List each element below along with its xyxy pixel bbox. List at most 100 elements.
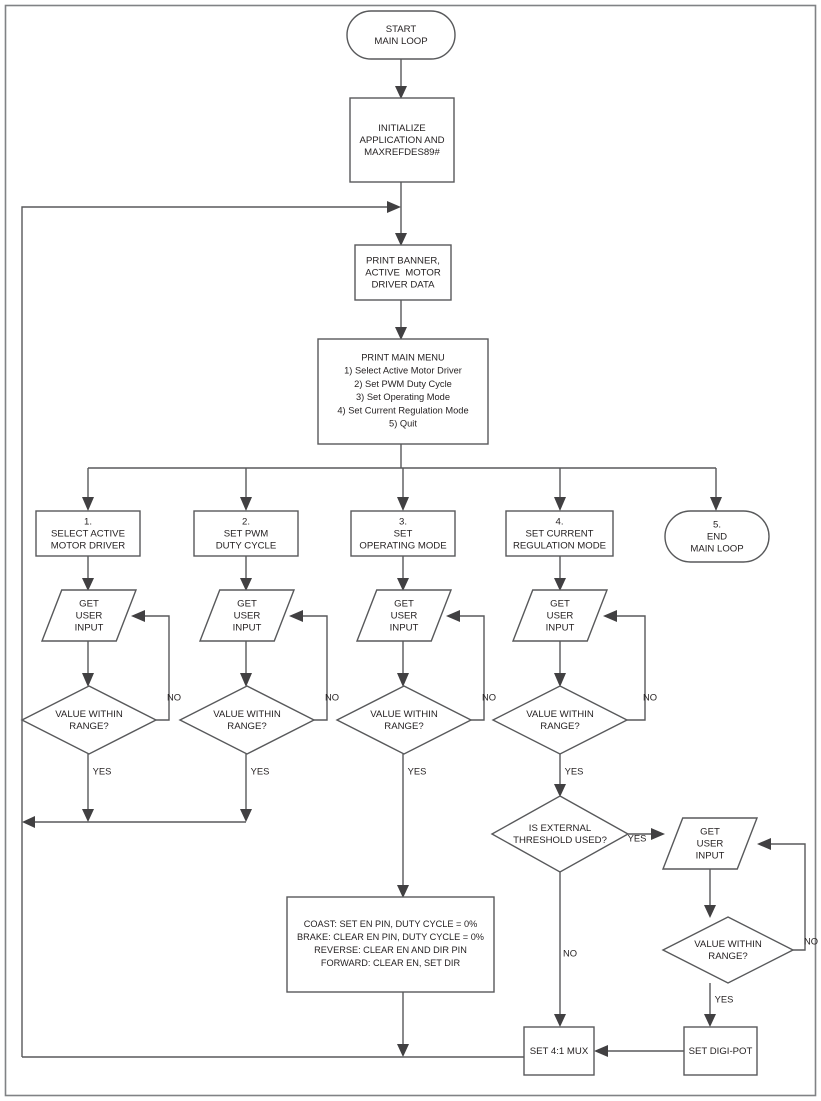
arrowhead (710, 497, 722, 511)
arrowhead (651, 828, 665, 840)
node-set-mux: SET 4:1 MUX (523, 1026, 595, 1076)
edge-label-no5: NO (804, 935, 818, 946)
arrowhead (554, 497, 566, 511)
edge-check2-no-loop (298, 615, 328, 721)
edge-label-no4: NO (643, 691, 657, 702)
node-shape-process (317, 338, 489, 445)
edge-label-no-ext: NO (563, 947, 577, 958)
arrowhead (594, 1045, 608, 1057)
arrowhead (395, 327, 407, 340)
arrowhead (82, 578, 94, 591)
node-shape-io (355, 589, 453, 642)
node-shape-decision (178, 685, 316, 755)
edge-label-no3: NO (482, 691, 496, 702)
edge-labels: NO NO NO NO NO NO YES YES YES YES YES YE… (93, 691, 818, 1004)
node-label-set-mux: SET 4:1 MUX (530, 1046, 589, 1057)
node-shape-process (505, 510, 614, 557)
arrowhead (397, 673, 409, 687)
node-set-digipot: SET DIGI-POT (683, 1026, 758, 1076)
arrowhead (554, 578, 566, 591)
edge-label-yes2: YES (251, 765, 270, 776)
edge-label-yes-ext: YES (628, 832, 647, 843)
edge-loop-return-top (21, 206, 392, 822)
arrowhead (240, 578, 252, 591)
node-shape-io (40, 589, 138, 642)
node-shape-decision (661, 916, 795, 984)
arrowhead (603, 610, 617, 622)
arrowhead (397, 1044, 409, 1057)
edge-check3-no-loop (455, 615, 485, 721)
node-label-modes: COAST: SET EN PIN, DUTY CYCLE = 0%BRAKE:… (297, 919, 484, 968)
node-shape-decision (335, 685, 473, 755)
edge-label-no2: NO (325, 691, 339, 702)
arrowhead (289, 610, 303, 622)
edge-check5-no-loop (766, 843, 806, 951)
node-shape-terminator (664, 510, 770, 563)
arrowhead (387, 201, 401, 213)
arrowhead (554, 1014, 566, 1027)
edge-check1-no-loop (140, 615, 170, 721)
arrowhead (757, 838, 771, 850)
node-shape-decision (20, 685, 158, 755)
node-shape-process (523, 1026, 595, 1076)
arrowhead (240, 497, 252, 511)
arrowhead (704, 1014, 716, 1027)
arrowhead (82, 497, 94, 511)
arrowhead (22, 816, 35, 828)
node-shape-io (198, 589, 296, 642)
arrowhead (554, 784, 566, 797)
node-shape-process (354, 244, 452, 301)
arrowhead (82, 673, 94, 687)
arrowhead (704, 905, 716, 918)
node-shape-process (286, 896, 495, 993)
arrowhead (397, 497, 409, 511)
node-shape-process (350, 510, 456, 557)
arrowhead (395, 233, 407, 246)
node-shape-process (349, 97, 455, 183)
node-shape-terminator (346, 10, 456, 60)
arrowhead (395, 86, 407, 99)
arrowhead (554, 673, 566, 687)
node-shape-process (35, 510, 141, 557)
node-modes: COAST: SET EN PIN, DUTY CYCLE = 0%BRAKE:… (286, 896, 495, 993)
arrowhead (397, 885, 409, 898)
page-border (4, 4, 817, 1097)
node-shape-process (193, 510, 299, 557)
arrowhead (82, 809, 94, 822)
